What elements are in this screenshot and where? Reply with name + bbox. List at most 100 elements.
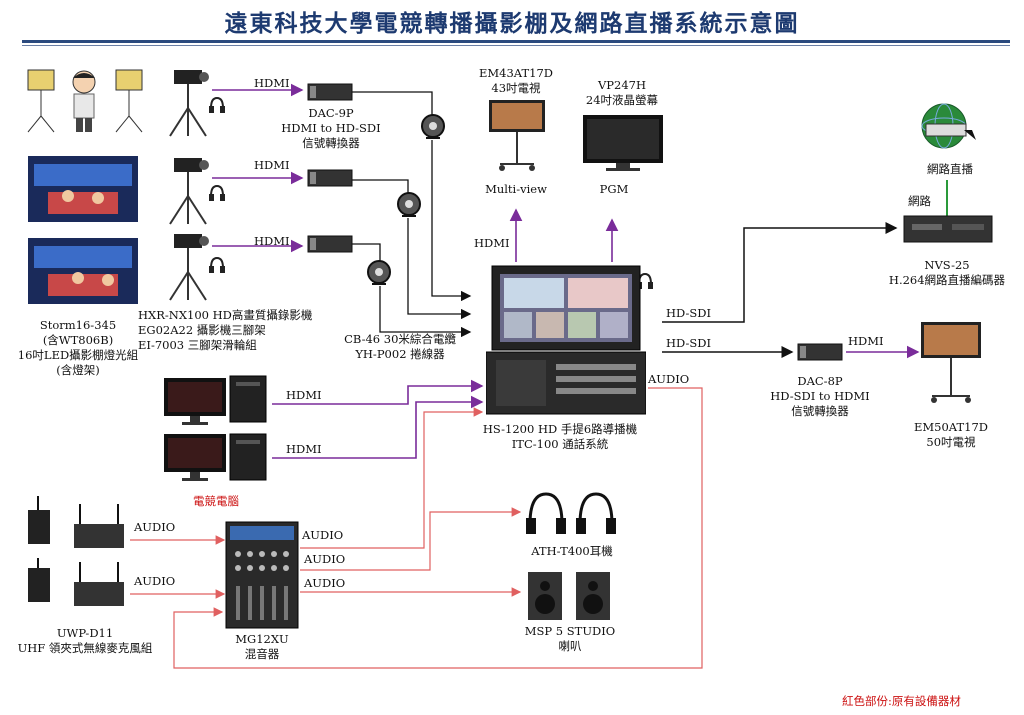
audio-label: AUDIO	[648, 372, 690, 386]
wireless-mic-icon	[28, 496, 124, 548]
em43-label: EM43AT17D 43吋電視	[466, 66, 566, 96]
pc-tower-icon	[229, 433, 267, 481]
studio-photo-icon	[28, 238, 138, 304]
nvs25-line2: H.264網路直播編碼器	[888, 273, 1006, 287]
tv-stand-icon	[489, 100, 545, 171]
audio-label: AUDIO	[304, 552, 346, 566]
switcher-line1: HS-1200 HD 手提6路導播機	[482, 422, 638, 436]
nvs25-label: NVS-25 H.264網路直播編碼器	[872, 258, 1022, 288]
dac9p-line3: 信號轉換器	[302, 136, 360, 150]
audio-label: AUDIO	[134, 520, 176, 534]
dac9p-line2: HDMI to HD-SDI	[281, 121, 381, 135]
camera-line1: HXR-NX100 HD高畫質攝錄影機	[138, 308, 313, 322]
pc-monitor-icon	[164, 434, 226, 481]
lights-line2: (含WT806B)	[42, 333, 114, 347]
switcher-icon	[486, 265, 646, 415]
hdmi-label: HDMI	[254, 76, 290, 90]
headset-icon	[209, 256, 225, 273]
hd-sdi-label: HD-SDI	[666, 336, 711, 350]
converter-box-icon	[797, 343, 843, 361]
vp247-line2: 24吋液晶螢幕	[585, 93, 659, 107]
pcs-label: 電競電腦	[193, 494, 239, 508]
hd-sdi-label: HD-SDI	[666, 306, 711, 320]
live-stream-label: 網路直播	[927, 162, 973, 176]
hdmi-label: HDMI	[474, 236, 510, 250]
multiview-caption: Multi-view	[485, 182, 547, 196]
cable-reel-icon	[367, 260, 391, 285]
hdmi-label: HDMI	[254, 158, 290, 172]
em50-line2: 50吋電視	[926, 435, 976, 449]
em50-model: EM50AT17D	[913, 420, 988, 434]
dac8p-label: DAC-8P HD-SDI to HDMI 信號轉換器	[760, 374, 880, 419]
audio-label: AUDIO	[304, 576, 346, 590]
hdmi-label: HDMI	[286, 442, 322, 456]
camera-line2: EG02A22 攝影機三腳架	[138, 323, 266, 337]
dac9p-model: DAC-9P	[308, 106, 354, 120]
pc-tower-icon	[229, 375, 267, 423]
audio-label: AUDIO	[302, 528, 344, 542]
mixer-model: MG12XU	[235, 632, 289, 646]
cable-reel-icon	[421, 114, 445, 139]
headphones-icon	[526, 492, 616, 534]
title-rule-thin	[22, 45, 1010, 46]
em43-model: EM43AT17D	[478, 66, 553, 80]
cable-line2: YH-P002 捲線器	[355, 347, 445, 361]
converter-box-icon	[307, 235, 353, 253]
dac8p-model: DAC-8P	[797, 374, 843, 388]
dac9p-label: DAC-9P HDMI to HD-SDI 信號轉換器	[266, 106, 396, 151]
globe-icon	[921, 103, 976, 149]
legend-note: 紅色部份:原有設備器材	[842, 694, 961, 708]
pc-monitor-icon	[164, 378, 226, 425]
converter-box-icon	[307, 83, 353, 101]
headset-icon	[209, 96, 225, 113]
lights-line1: Storm16-345	[39, 318, 117, 332]
camera-line3: EI-7003 三腳架滑輪組	[138, 338, 257, 352]
hdmi-label: HDMI	[286, 388, 322, 402]
nvs25-model: NVS-25	[924, 258, 970, 272]
monitor-icon	[583, 115, 663, 171]
vp247-model: VP247H	[597, 78, 647, 92]
camera-label: HXR-NX100 HD高畫質攝錄影機 EG02A22 攝影機三腳架 EI-70…	[138, 308, 312, 353]
em43-line2: 43吋電視	[491, 81, 541, 95]
camera-tripod-icon	[169, 70, 209, 137]
switcher-line2: ITC-100 通話系統	[511, 437, 609, 451]
tv-stand-icon	[921, 322, 981, 403]
camera-tripod-icon	[169, 158, 209, 225]
wireless-mic-icon	[28, 558, 124, 606]
mic-label: UWP-D11 UHF 領夾式無線麥克風組	[2, 626, 168, 656]
headphones-label: ATH-T400耳機	[531, 544, 613, 558]
page-title: 遠東科技大學電競轉播攝影棚及網路直播系統示意圖	[224, 11, 800, 37]
em50-label: EM50AT17D 50吋電視	[906, 420, 996, 450]
camera-tripod-icon	[169, 234, 209, 301]
lights-line4: (含燈架)	[56, 363, 100, 377]
hdmi-label: HDMI	[848, 334, 884, 348]
pgm-caption: PGM	[599, 182, 629, 196]
dac8p-line2: HD-SDI to HDMI	[770, 389, 870, 403]
lights-line3: 16吋LED攝影棚燈光組	[17, 348, 139, 362]
mixer-icon	[225, 521, 299, 629]
lights-label: Storm16-345 (含WT806B) 16吋LED攝影棚燈光組 (含燈架)	[4, 318, 152, 378]
speakers-model: MSP 5 STUDIO	[524, 624, 616, 638]
switcher-label: HS-1200 HD 手提6路導播機 ITC-100 通話系統	[470, 422, 650, 452]
mixer-label: MG12XU 混音器	[220, 632, 304, 662]
cable-line1: CB-46 30米綜合電纜	[344, 332, 456, 346]
cable-reel-icon	[397, 192, 421, 217]
title-rule	[22, 40, 1010, 43]
led-light-icon	[27, 69, 143, 133]
mic-line1: UWP-D11	[56, 626, 114, 640]
studio-photo-icon	[28, 156, 138, 222]
mixer-line2: 混音器	[244, 647, 280, 661]
speakers-line2: 喇叭	[558, 639, 582, 653]
encoder-icon	[903, 215, 993, 243]
headset-icon	[209, 184, 225, 201]
presenter-icon	[72, 70, 96, 132]
speakers-label: MSP 5 STUDIO 喇叭	[510, 624, 630, 654]
audio-label: AUDIO	[134, 574, 176, 588]
hdmi-label: HDMI	[254, 234, 290, 248]
mic-line2: UHF 領夾式無線麥克風組	[17, 641, 153, 655]
dac8p-line3: 信號轉換器	[791, 404, 849, 418]
speaker-icon	[528, 572, 610, 620]
network-label: 網路	[908, 194, 931, 208]
cable-label: CB-46 30米綜合電纜 YH-P002 捲線器	[332, 332, 468, 362]
